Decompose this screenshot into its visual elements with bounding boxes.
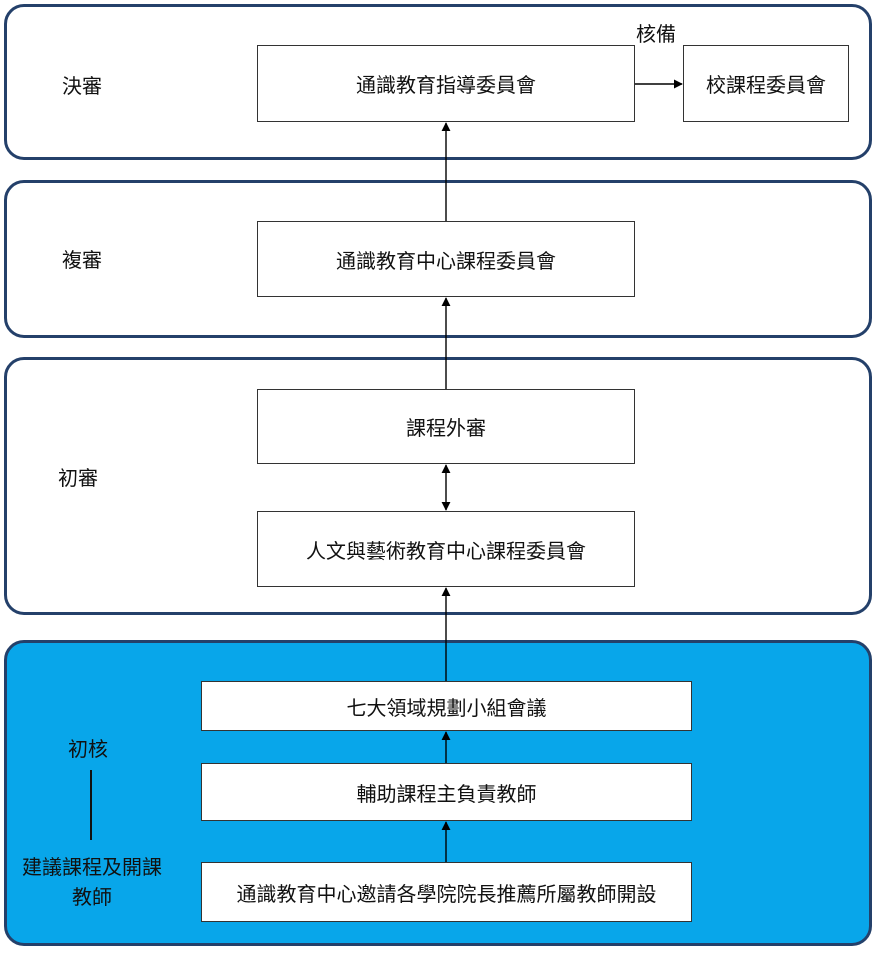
- for-record-annotation: 核備: [636, 22, 676, 46]
- stage-initial-sublabel: 建議課程及開課 教師: [14, 852, 170, 912]
- stage-second-review-label: 複審: [62, 248, 102, 272]
- stage-initial-check-label: 初核: [68, 737, 108, 761]
- box-ge-center-curriculum-committee: 通識教育中心課程委員會: [257, 221, 635, 297]
- box-guidance-committee: 通識教育指導委員會: [257, 45, 635, 122]
- box-humanities-arts-committee: 人文與藝術教育中心課程委員會: [257, 511, 635, 587]
- box-seven-domains-meeting: 七大領域規劃小組會議: [201, 681, 692, 731]
- box-school-curriculum-committee: 校課程委員會: [683, 45, 849, 122]
- stage-initial-sublabel-line2: 教師: [72, 885, 112, 909]
- stage-first-review-label: 初審: [58, 466, 98, 490]
- box-assistant-teacher: 輔助課程主負責教師: [201, 763, 692, 821]
- stage-initial-divider: [90, 770, 92, 840]
- box-external-review: 課程外審: [257, 389, 635, 464]
- box-invite-teachers: 通識教育中心邀請各學院院長推薦所屬教師開設: [201, 862, 692, 922]
- stage-initial-sublabel-line1: 建議課程及開課: [22, 855, 162, 879]
- stage-final-review-label: 決審: [62, 74, 102, 98]
